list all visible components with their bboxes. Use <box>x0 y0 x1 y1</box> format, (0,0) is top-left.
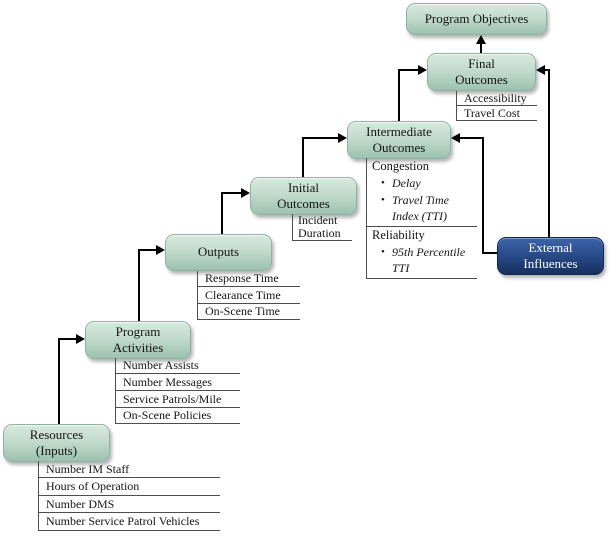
box-outputs: Outputs <box>165 234 272 271</box>
measure-list-intermediate-outcomes: Congestion • Delay • Travel Time Index (… <box>366 158 477 279</box>
measure-item: Number Assists <box>116 358 240 374</box>
measure-item: Number IM Staff <box>39 461 220 478</box>
connector-external-to-intermediate-bottom <box>482 252 497 254</box>
connector-initial-to-intermediate-horizontal <box>302 137 339 139</box>
measure-list-final-outcomes: Accessibility Travel Cost <box>456 91 537 121</box>
measure-list-outputs: Response Time Clearance Time On-Scene Ti… <box>197 271 300 320</box>
measure-list-initial-outcomes: Incident Duration <box>292 214 352 241</box>
connector-activities-to-outputs-horizontal <box>138 249 158 251</box>
connector-activities-to-outputs-vertical <box>138 250 140 321</box>
bullet-icon: • <box>381 194 385 206</box>
box-resources: Resources (Inputs) <box>3 424 110 462</box>
box-program-activities: Program Activities <box>85 321 191 359</box>
measure-bullet-item: • Delay <box>367 175 477 192</box>
box-program-objectives: Program Objectives <box>406 3 547 35</box>
connector-intermediate-to-final-vertical <box>398 70 400 121</box>
measure-heading: Congestion <box>372 159 429 173</box>
measure-section-congestion: Congestion • Delay • Travel Time Index (… <box>367 158 477 226</box>
box-external-influences: External Influences <box>497 237 604 275</box>
arrowhead-icon <box>451 133 460 143</box>
connector-resources-to-activities-horizontal <box>58 338 78 340</box>
measure-item: Clearance Time <box>198 287 300 304</box>
connector-intermediate-to-final-horizontal <box>398 69 419 71</box>
connector-outputs-to-initial-vertical <box>221 193 223 234</box>
connector-initial-to-intermediate-vertical <box>302 138 304 177</box>
measure-section-reliability: Reliability • 95th Percentile TTI <box>367 226 477 278</box>
measure-item: Number DMS <box>39 496 220 513</box>
box-initial-outcomes: Initial Outcomes <box>250 177 357 215</box>
arrowhead-icon <box>476 35 486 44</box>
measure-item: On-Scene Policies <box>116 408 240 424</box>
connector-external-to-final-vertical <box>548 70 550 237</box>
measure-list-resources: Number IM Staff Hours of Operation Numbe… <box>38 461 220 531</box>
connector-final-to-objectives-vertical <box>480 42 482 53</box>
measure-item: On-Scene Time <box>198 304 300 320</box>
measure-heading: Reliability <box>372 228 425 242</box>
connector-resources-to-activities-vertical <box>58 339 60 424</box>
measure-bullet-text: Travel Time Index (TTI) <box>392 193 450 223</box>
box-final-outcomes: Final Outcomes <box>427 53 536 91</box>
measure-item: Response Time <box>198 271 300 287</box>
measure-list-program-activities: Number Assists Number Messages Service P… <box>115 358 240 424</box>
connector-outputs-to-initial-horizontal <box>221 192 243 194</box>
measure-bullet-item: • 95th Percentile TTI <box>367 244 477 278</box>
arrowhead-icon <box>536 65 545 75</box>
measure-bullet-text: 95th Percentile TTI <box>392 245 466 275</box>
measure-bullet-text: Delay <box>392 176 421 190</box>
measure-item: Number Messages <box>116 374 240 391</box>
measure-item: Incident Duration <box>293 214 352 241</box>
arrowhead-icon <box>76 334 85 344</box>
arrowhead-icon <box>418 65 427 75</box>
measure-item: Hours of Operation <box>39 478 220 496</box>
measure-bullet-item: • Travel Time Index (TTI) <box>367 192 477 226</box>
bullet-icon: • <box>381 246 385 258</box>
measure-item: Accessibility <box>457 91 537 106</box>
connector-external-to-intermediate-vertical <box>482 138 484 254</box>
measure-item: Service Patrols/Mile <box>116 391 240 408</box>
measure-item: Travel Cost <box>457 106 537 121</box>
bullet-icon: • <box>381 177 385 189</box>
box-intermediate-outcomes: Intermediate Outcomes <box>347 121 451 159</box>
arrowhead-icon <box>338 133 347 143</box>
connector-external-to-intermediate-horizontal <box>459 137 484 139</box>
connector-external-to-final-horizontal <box>544 69 550 71</box>
arrowhead-icon <box>156 245 165 255</box>
arrowhead-icon <box>241 188 250 198</box>
measure-item: Number Service Patrol Vehicles <box>39 513 220 531</box>
